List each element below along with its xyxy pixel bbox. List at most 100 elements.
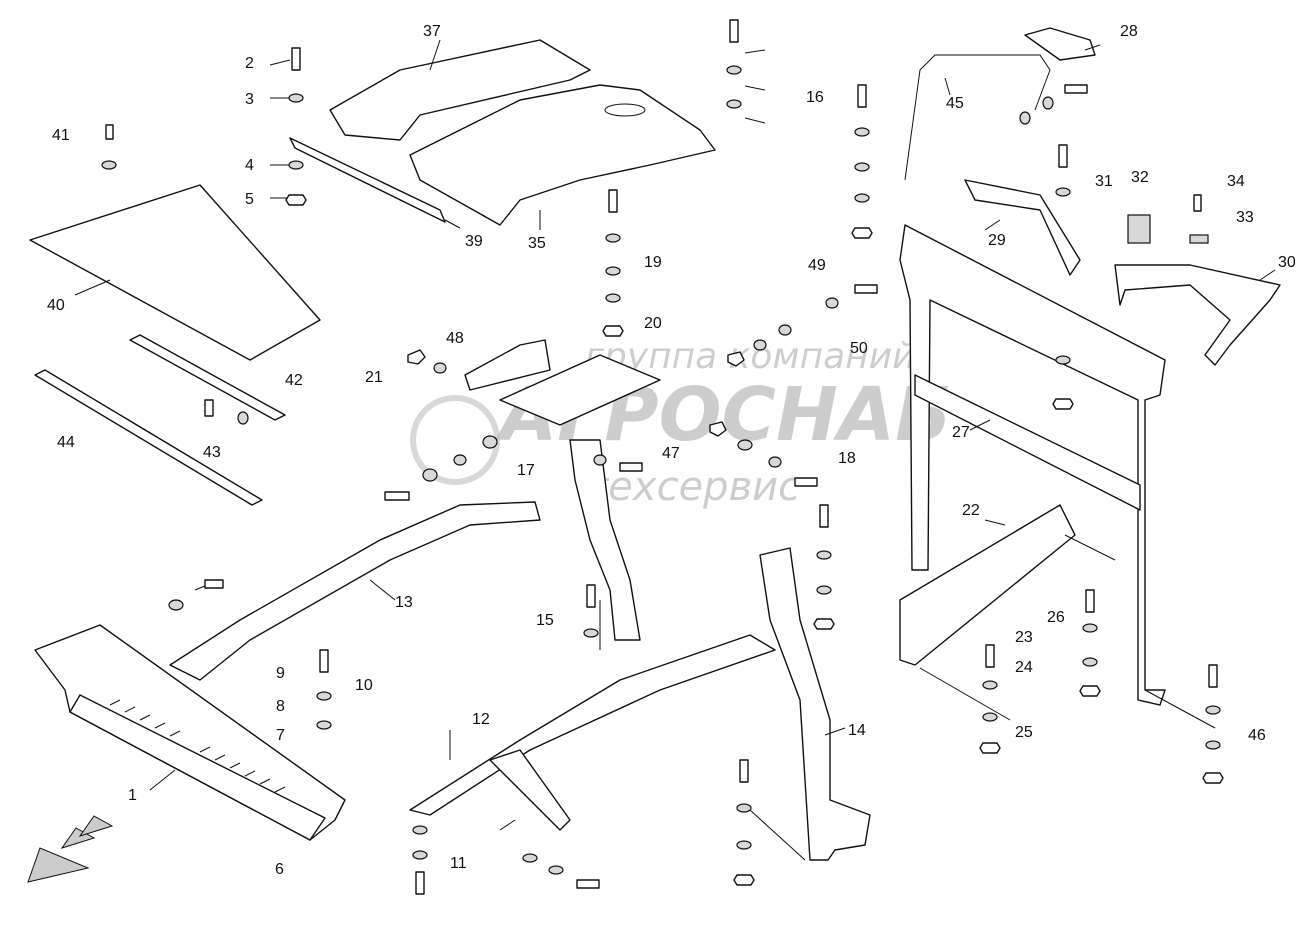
callout-label: 11 [450,855,467,872]
callout-label: 43 [203,444,221,461]
bolt-icon [415,871,425,895]
bolt-icon [586,584,596,608]
part-45-handle-bar [904,54,1051,181]
callout-label: 8 [276,698,285,715]
bolt-icon [1085,589,1095,613]
arrow-indicator [27,815,114,883]
nut-icon [733,874,755,886]
callout-label: 4 [245,157,254,174]
washer-icon [816,550,832,560]
washer-icon [316,691,332,701]
bolt-icon [204,399,214,417]
washer-icon [433,362,447,374]
callout-label: 31 [1095,173,1113,190]
bolt-icon [291,47,301,71]
washer-icon [768,456,782,468]
callout-label: 39 [465,233,483,250]
callout-label: 21 [365,369,383,386]
bolt-icon [619,462,643,472]
callout-label: 50 [850,340,868,357]
callout-label: 48 [446,330,464,347]
bolt-icon [1193,194,1202,212]
callout-label: 7 [276,727,285,744]
nut-icon [1079,685,1101,697]
part-32-switch [1127,214,1151,244]
washer-icon [605,266,621,276]
callout-label: 6 [275,861,284,878]
part-14-upright [759,547,871,861]
bolt-icon [729,19,739,43]
nut-icon [979,742,1001,754]
leader-lines [74,39,1276,861]
washer-icon [1019,111,1031,125]
washer-icon [412,825,428,835]
washer-icon [726,99,742,109]
washer-icon [1205,705,1221,715]
callout-label: 47 [662,445,680,462]
washer-icon [605,233,621,243]
washer-icon [605,293,621,303]
bolt-icon [105,124,114,140]
callout-label: 5 [245,191,254,208]
part-40-panel [29,184,321,361]
washer-icon [736,840,752,850]
callout-label: 25 [1015,724,1033,741]
callout-label: 27 [952,424,970,441]
callout-label: 17 [517,462,535,479]
callout-label: 41 [52,127,70,144]
nut-icon [285,194,307,206]
washer-icon [726,65,742,75]
part-27-rear-frame [899,224,1166,706]
washer-icon [522,853,538,863]
callout-label: 14 [848,722,866,739]
callout-label: 22 [962,502,980,519]
callout-label: 15 [536,612,554,629]
callout-label: 34 [1227,173,1245,190]
callout-label: 16 [806,89,824,106]
callout-label: 19 [644,254,662,271]
washer-icon [982,712,998,722]
nut-icon [407,349,426,365]
bolt-icon [319,649,329,673]
nut-icon [709,421,727,437]
bolt-icon [854,284,878,294]
callout-label: 12 [472,711,490,728]
callout-label: 28 [1120,23,1138,40]
washer-icon [825,297,839,309]
bolt-icon [794,477,818,487]
fasteners [101,19,1224,895]
callout-label: 32 [1131,169,1149,186]
nut-icon [1202,772,1224,784]
washer-icon [482,435,498,449]
callout-label: 24 [1015,659,1033,676]
washer-icon [854,193,870,203]
bolt-icon [857,84,867,108]
washer-icon [1189,234,1209,244]
bolt-icon [819,504,829,528]
washer-icon [316,720,332,730]
part-17-upright [569,439,641,641]
bolt-icon [384,491,410,501]
part-48-bracket [464,339,551,391]
washer-icon [237,411,249,425]
nut-icon [813,618,835,630]
washer-icon [548,865,564,875]
bolt-icon [1064,84,1088,94]
callout-label: 37 [423,23,441,40]
washer-icon [288,160,304,170]
washer-icon [816,585,832,595]
callout-label: 44 [57,434,75,451]
washer-icon [1205,740,1221,750]
watermark-line3: техсервис [585,464,800,510]
part-37-cover [329,39,591,141]
washer-icon [593,454,607,466]
watermark-line1: группа компаний [585,336,916,377]
part-29-rail [964,179,1081,276]
washer-icon [982,680,998,690]
nut-icon [602,325,624,337]
callout-label: 29 [988,232,1006,249]
washer-icon [753,339,767,351]
part-1-front-shield [34,624,346,841]
washer-icon [736,803,752,813]
